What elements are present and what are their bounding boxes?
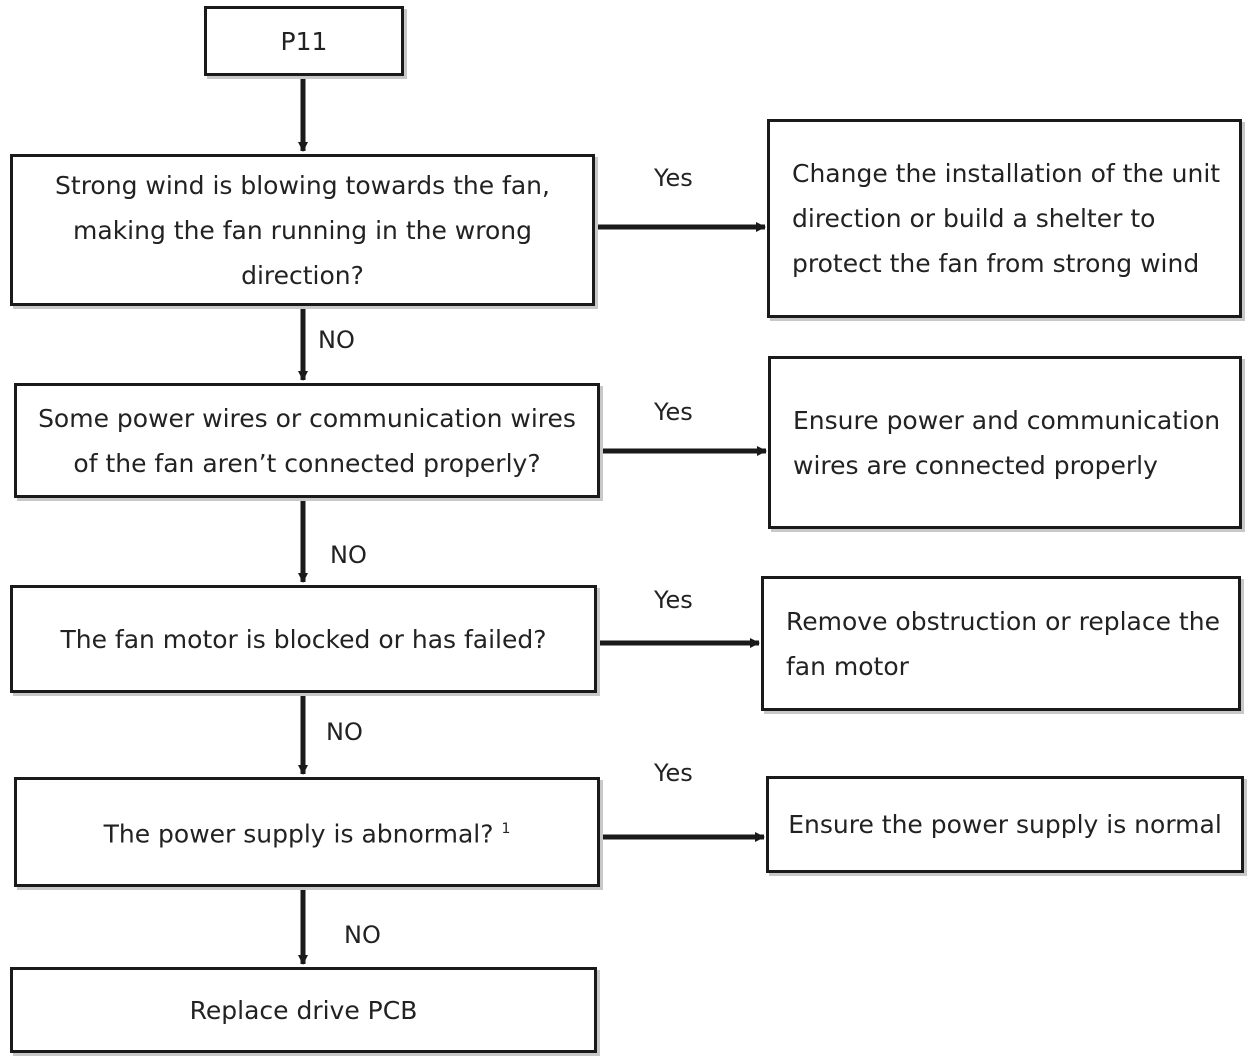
yes-label-3: Yes xyxy=(654,586,693,614)
no-label-3: NO xyxy=(326,718,363,746)
end-box: Replace drive PCB xyxy=(10,967,597,1053)
footnote-marker: 1 xyxy=(501,821,511,838)
question-text-3: The fan motor is blocked or has failed? xyxy=(60,624,547,654)
action-box-3: Remove obstruction or replace the fan mo… xyxy=(761,576,1241,711)
question-box-2: Some power wires or communication wires … xyxy=(14,383,600,498)
question-box-1: Strong wind is blowing towards the fan, … xyxy=(10,154,595,306)
no-label-4: NO xyxy=(344,921,381,949)
start-box: P11 xyxy=(204,6,404,76)
end-label: Replace drive PCB xyxy=(189,995,418,1025)
question-text-4-main: The power supply is abnormal? xyxy=(103,819,494,849)
no-label-1: NO xyxy=(318,326,355,354)
action-box-1: Change the installation of the unit dire… xyxy=(767,119,1242,318)
no-label-2: NO xyxy=(330,541,367,569)
question-text-2: Some power wires or communication wires … xyxy=(38,403,576,478)
question-text-1: Strong wind is blowing towards the fan, … xyxy=(55,170,550,290)
action-box-2: Ensure power and communication wires are… xyxy=(768,356,1242,529)
action-text-4: Ensure the power supply is normal xyxy=(788,810,1222,839)
yes-label-4: Yes xyxy=(654,759,693,787)
yes-label-2: Yes xyxy=(654,398,693,426)
question-box-3: The fan motor is blocked or has failed? xyxy=(10,585,597,693)
yes-label-1: Yes xyxy=(654,164,693,192)
action-text-2: Ensure power and communication wires are… xyxy=(793,405,1221,480)
question-box-4: The power supply is abnormal? 1 xyxy=(14,777,600,887)
action-box-4: Ensure the power supply is normal xyxy=(766,776,1244,873)
question-text-4: The power supply is abnormal? 1 xyxy=(104,807,511,856)
action-text-1: Change the installation of the unit dire… xyxy=(792,159,1221,278)
start-label: P11 xyxy=(280,26,328,56)
action-text-3: Remove obstruction or replace the fan mo… xyxy=(786,606,1220,681)
